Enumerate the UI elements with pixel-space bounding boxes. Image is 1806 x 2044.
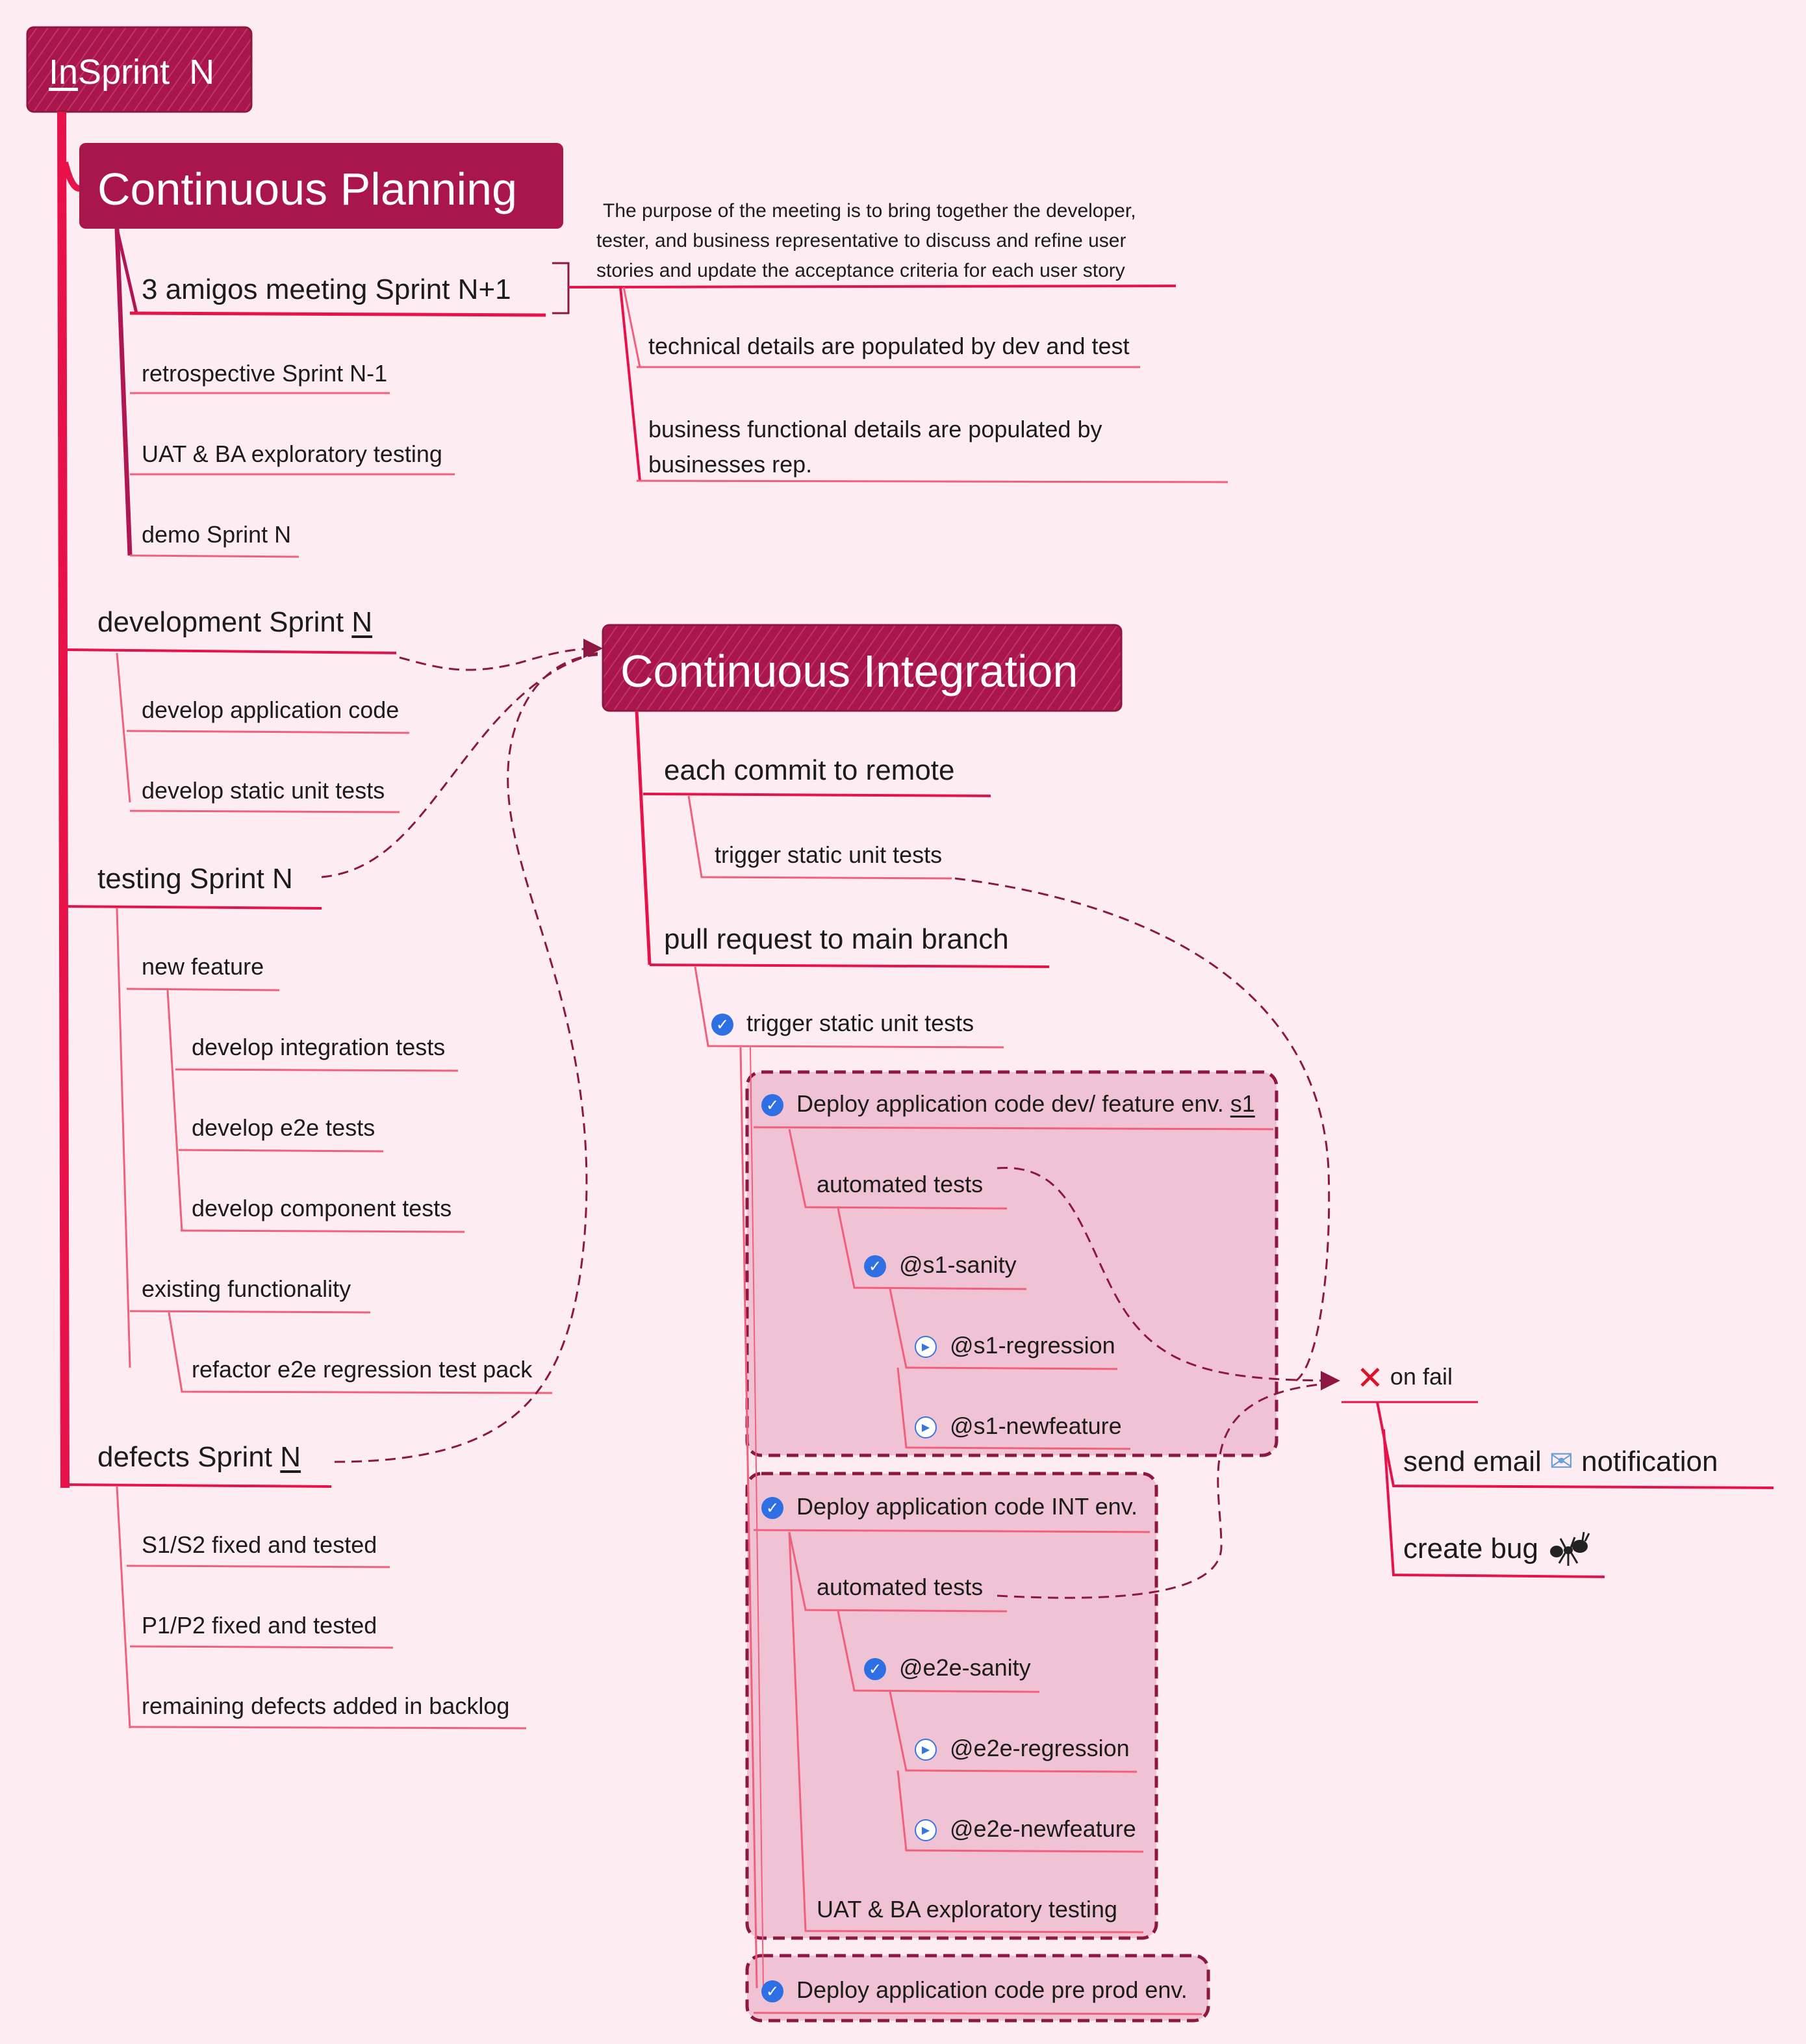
purpose-line-2: tester, and business representative to d…	[596, 230, 1126, 251]
on-fail-node[interactable]: ✕ on fail	[1356, 1358, 1453, 1399]
purpose-line-1: The purpose of the meeting is to bring t…	[603, 200, 1136, 222]
development-sprint-node[interactable]: development Sprint N	[97, 604, 372, 640]
technical-details-node[interactable]: technical details are populated by dev a…	[648, 333, 1130, 359]
development-label: development Sprint	[97, 606, 352, 638]
e2e-newfeature-node[interactable]: ▶ @e2e-newfeature	[915, 1814, 1136, 1843]
envelope-icon: ✉	[1549, 1445, 1573, 1478]
uat-exploratory-node[interactable]: UAT & BA exploratory testing	[142, 441, 442, 467]
e2e-sanity-node[interactable]: ✓ @e2e-sanity	[864, 1653, 1031, 1682]
play-circle-icon[interactable]: ▶	[915, 1819, 937, 1842]
send-email-label: send email	[1403, 1446, 1542, 1477]
continuous-integration-title[interactable]: Continuous Integration	[620, 646, 1078, 696]
business-details-line-1: business functional details are populate…	[648, 416, 1102, 442]
develop-component-tests-node[interactable]: develop component tests	[192, 1195, 452, 1221]
develop-integration-tests-node[interactable]: develop integration tests	[192, 1034, 446, 1060]
checkbox-checked-icon[interactable]: ✓	[864, 1658, 886, 1681]
business-details-line-2: businesses rep.	[648, 451, 813, 478]
checkbox-checked-icon[interactable]: ✓	[761, 1980, 783, 2003]
trigger-static-tests-node-1[interactable]: trigger static unit tests	[715, 841, 943, 868]
create-bug-label: create bug	[1403, 1533, 1538, 1565]
deploy-int-group	[745, 1472, 1158, 1940]
ant-icon	[1550, 1532, 1590, 1566]
send-email-node[interactable]: send email ✉ notification	[1403, 1444, 1718, 1479]
deploy-preprod-node[interactable]: ✓ Deploy application code pre prod env.	[761, 1975, 1188, 2004]
demo-node[interactable]: demo Sprint N	[142, 521, 292, 548]
s1-newfeature-node[interactable]: ▶ @s1-newfeature	[915, 1411, 1122, 1440]
root-node[interactable]: InSprint N	[49, 51, 214, 95]
three-amigos-node[interactable]: 3 amigos meeting Sprint N+1	[142, 274, 511, 305]
development-label-n: N	[351, 606, 373, 638]
e2e-regression-node[interactable]: ▶ @e2e-regression	[915, 1733, 1130, 1763]
continuous-planning-title[interactable]: Continuous Planning	[97, 164, 518, 214]
deploy-dev-node[interactable]: ✓ Deploy application code dev/ feature en…	[761, 1089, 1255, 1118]
s1-sanity-node[interactable]: ✓ @s1-sanity	[864, 1250, 1017, 1279]
new-feature-node[interactable]: new feature	[142, 953, 264, 980]
meeting-purpose-note: The purpose of the meeting is to bring t…	[596, 196, 1136, 286]
checkbox-checked-icon[interactable]: ✓	[761, 1094, 783, 1117]
purpose-line-3: stories and update the acceptance criter…	[596, 260, 1125, 281]
s1-regression-node[interactable]: ▶ @s1-regression	[915, 1331, 1115, 1360]
play-circle-icon[interactable]: ▶	[915, 1416, 937, 1439]
develop-app-code-node[interactable]: develop application code	[142, 696, 400, 723]
deploy-dev-s1: s1	[1230, 1090, 1255, 1117]
continuous-planning-box	[79, 143, 563, 229]
deploy-dev-group	[745, 1070, 1278, 1457]
develop-e2e-tests-node[interactable]: develop e2e tests	[192, 1114, 375, 1141]
automated-tests-node-2[interactable]: automated tests	[817, 1574, 984, 1600]
defects-label-n: N	[280, 1441, 301, 1473]
checkbox-checked-icon[interactable]: ✓	[761, 1497, 783, 1520]
defects-label: defects Sprint	[97, 1441, 281, 1473]
deploy-dev-label: Deploy application code dev/ feature env…	[796, 1090, 1230, 1117]
uat-exploratory-ci-node[interactable]: UAT & BA exploratory testing	[817, 1896, 1117, 1923]
automated-tests-node-1[interactable]: automated tests	[817, 1171, 984, 1197]
trigger-static-label-2: trigger static unit tests	[746, 1010, 974, 1036]
root-label: Sprint N	[78, 53, 215, 92]
checkbox-checked-icon[interactable]: ✓	[711, 1014, 733, 1036]
play-circle-icon[interactable]: ▶	[915, 1336, 937, 1359]
retrospective-node[interactable]: retrospective Sprint N-1	[142, 360, 388, 387]
e2e-sanity-label: @e2e-sanity	[899, 1654, 1031, 1681]
p1-p2-fixed-node[interactable]: P1/P2 fixed and tested	[142, 1612, 377, 1639]
deploy-preprod-label: Deploy application code pre prod env.	[796, 1976, 1188, 2003]
root-node-box	[26, 26, 253, 113]
develop-static-tests-node[interactable]: develop static unit tests	[142, 777, 385, 804]
existing-functionality-node[interactable]: existing functionality	[142, 1275, 351, 1302]
deploy-int-node[interactable]: ✓ Deploy application code INT env.	[761, 1492, 1138, 1521]
business-details-node[interactable]: business functional details are populate…	[648, 412, 1102, 482]
refactor-regression-node[interactable]: refactor e2e regression test pack	[192, 1356, 533, 1383]
defects-sprint-node[interactable]: defects Sprint N	[97, 1439, 301, 1475]
create-bug-node[interactable]: create bug	[1403, 1531, 1592, 1570]
each-commit-node[interactable]: each commit to remote	[664, 754, 955, 786]
remaining-defects-node[interactable]: remaining defects added in backlog	[142, 1693, 510, 1719]
s1-newfeature-label: @s1-newfeature	[950, 1412, 1122, 1439]
deploy-preprod-group	[745, 1954, 1210, 2023]
checkbox-checked-icon[interactable]: ✓	[864, 1255, 886, 1278]
send-email-tail: notification	[1573, 1446, 1718, 1477]
root-prefix: In	[49, 53, 79, 92]
s1-s2-fixed-node[interactable]: S1/S2 fixed and tested	[142, 1531, 377, 1558]
s1-regression-label: @s1-regression	[950, 1332, 1115, 1359]
e2e-regression-label: @e2e-regression	[950, 1735, 1130, 1761]
testing-sprint-node[interactable]: testing Sprint N	[97, 863, 293, 895]
deploy-int-label: Deploy application code INT env.	[796, 1493, 1138, 1520]
s1-sanity-label: @s1-sanity	[899, 1251, 1017, 1278]
pull-request-node[interactable]: pull request to main branch	[664, 923, 1009, 955]
trigger-static-tests-node-2[interactable]: ✓ trigger static unit tests	[711, 1008, 974, 1038]
on-fail-label: on fail	[1390, 1362, 1453, 1390]
e2e-newfeature-label: @e2e-newfeature	[950, 1815, 1136, 1842]
cross-mark-icon: ✕	[1356, 1359, 1384, 1397]
play-circle-icon[interactable]: ▶	[915, 1739, 937, 1761]
continuous-integration-box	[602, 624, 1123, 712]
